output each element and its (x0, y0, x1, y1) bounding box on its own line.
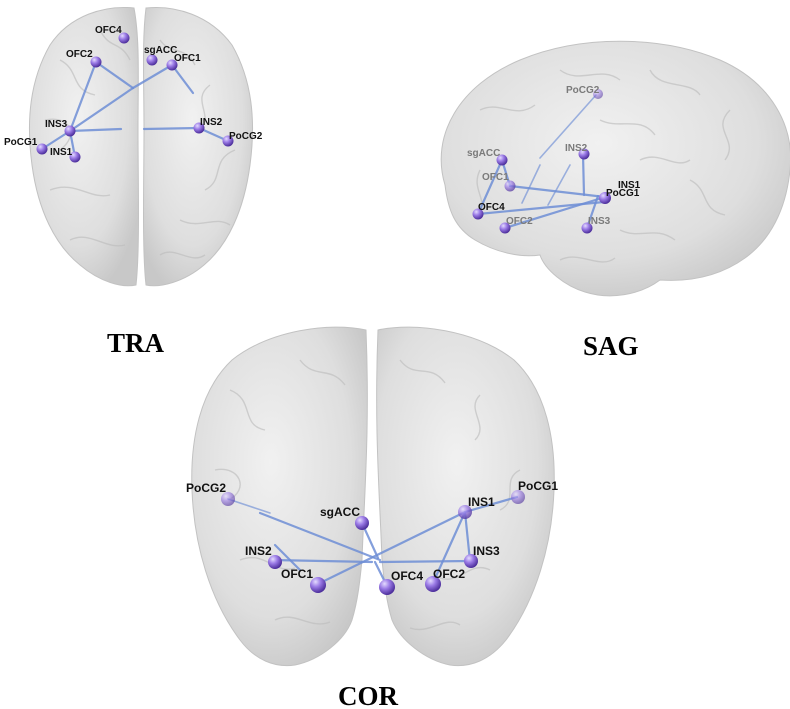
node-cor-sgacc (355, 516, 369, 530)
sag-view: PoCG2 sgACC INS2 OFC1 INS1 PoCG1 OFC4 OF… (440, 40, 790, 361)
edge (585, 194, 600, 230)
node-label: INS2 (245, 544, 272, 558)
view-label-cor: COR (338, 681, 399, 709)
tra-left-hemisphere (28, 7, 139, 287)
cor-left-hemisphere (191, 326, 368, 667)
node-label: OFC1 (174, 53, 201, 64)
cor-right-hemisphere (376, 326, 555, 667)
edge (508, 184, 607, 199)
sag-nodes (472, 89, 611, 234)
node-tra-pocg2 (222, 135, 234, 147)
edge (227, 498, 271, 514)
node-sag-pocg2 (593, 89, 603, 99)
node-label: OFC4 (478, 202, 505, 213)
edge (463, 510, 472, 563)
node-label: OFC2 (506, 216, 533, 227)
edge (476, 158, 504, 216)
cor-node-labels: PoCG2 sgACC INS2 OFC1 OFC4 OFC2 INS3 INS… (186, 479, 558, 583)
node-cor-ins3 (464, 554, 478, 568)
node-cor-ins2 (268, 555, 282, 569)
node-label: INS1 (618, 180, 641, 191)
edge (463, 495, 519, 514)
node-sag-sgacc (496, 154, 508, 166)
node-cor-ofc4 (379, 579, 395, 595)
cor-view: PoCG2 sgACC INS2 OFC1 OFC4 OFC2 INS3 INS… (186, 326, 558, 709)
node-label: OFC1 (482, 172, 509, 183)
node-label: OFC4 (391, 569, 423, 583)
node-label: PoCG2 (566, 85, 600, 96)
edge (476, 200, 606, 216)
edge (68, 86, 135, 133)
node-sag-ofc1 (504, 180, 516, 192)
node-tra-ins2 (193, 122, 205, 134)
node-label: INS3 (473, 544, 500, 558)
edge (142, 126, 201, 131)
node-label: INS1 (50, 147, 73, 158)
sag-brain-outline (440, 40, 790, 297)
node-label: PoCG1 (518, 479, 558, 493)
edge (270, 558, 374, 564)
node-label: INS2 (565, 143, 588, 154)
edge (68, 127, 123, 133)
edge (258, 511, 382, 562)
node-cor-pocg2 (221, 492, 235, 506)
node-tra-sgacc (146, 54, 158, 66)
node-sag-ins2 (578, 148, 590, 160)
node-tra-ofc4 (118, 32, 130, 44)
edge (581, 152, 586, 197)
node-cor-ins1 (458, 505, 472, 519)
node-label: INS1 (468, 495, 495, 509)
node-cor-pocg1 (511, 490, 525, 504)
sag-edges (476, 94, 607, 230)
sag-node-labels: PoCG2 sgACC INS2 OFC1 INS1 PoCG1 OFC4 OF… (467, 85, 641, 227)
node-tra-ofc1 (166, 59, 178, 71)
node-sag-ofc4 (472, 208, 484, 220)
node-sag-ofc2 (499, 222, 511, 234)
node-label: INS3 (588, 216, 611, 227)
tra-node-labels: OFC4 sgACC OFC2 OFC1 INS3 INS2 PoCG1 PoC… (4, 25, 263, 158)
node-label: OFC4 (95, 25, 122, 36)
node-sag-pocg1 (599, 192, 611, 204)
edge (431, 510, 467, 585)
node-label: OFC2 (433, 567, 465, 581)
view-label-tra: TRA (107, 328, 165, 358)
node-label: sgACC (467, 148, 500, 159)
node-tra-ofc2 (90, 56, 102, 68)
edge (547, 164, 571, 206)
node-tra-ins3 (64, 125, 76, 137)
cor-edges (227, 495, 519, 588)
edge (40, 129, 72, 151)
node-tra-pocg1 (36, 143, 48, 155)
edge (94, 60, 135, 90)
node-label: PoCG1 (4, 137, 38, 148)
node-cor-ofc2 (425, 576, 441, 592)
edge (318, 510, 467, 585)
edge (539, 94, 597, 159)
node-label: sgACC (144, 45, 177, 56)
edge (273, 543, 302, 572)
edge (503, 195, 607, 230)
edge (68, 60, 98, 133)
node-label: PoCG1 (606, 188, 640, 199)
node-tra-ins1 (69, 151, 81, 163)
node-label: PoCG2 (229, 131, 263, 142)
view-label-sag: SAG (583, 331, 639, 361)
node-label: INS3 (45, 119, 68, 130)
edge (378, 559, 472, 564)
edge (131, 63, 174, 90)
tra-nodes (36, 32, 234, 163)
node-label: INS2 (200, 117, 223, 128)
node-cor-ofc1 (310, 577, 326, 593)
node-label: sgACC (320, 505, 360, 519)
node-label: PoCG2 (186, 481, 226, 495)
cor-nodes (221, 490, 525, 595)
edge (521, 164, 541, 204)
node-label: OFC2 (66, 49, 93, 60)
node-label: OFC1 (281, 567, 313, 581)
node-sag-ins3 (581, 222, 593, 234)
edge (170, 63, 195, 95)
tra-view: OFC4 sgACC OFC2 OFC1 INS3 INS2 PoCG1 PoC… (4, 7, 263, 358)
